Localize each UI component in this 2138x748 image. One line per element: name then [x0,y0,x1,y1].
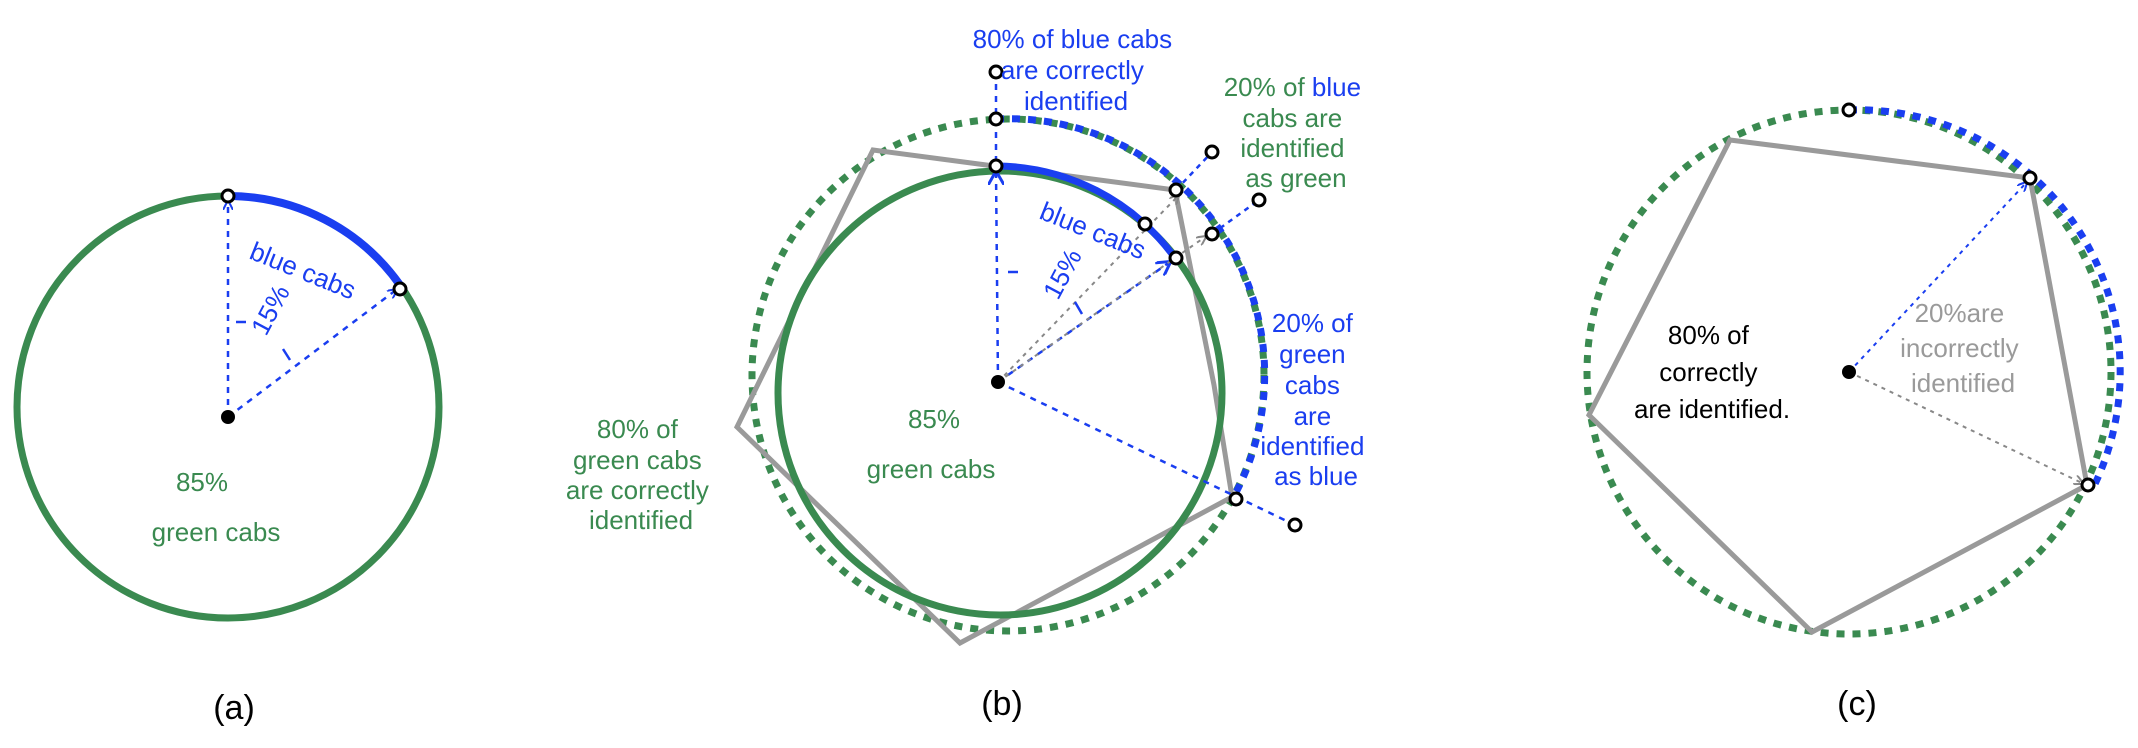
panel-c-point-upper-right [2022,170,2038,186]
panel-b-grey-polygon [733,147,1235,647]
panel-c-dotted-blue-arc [1848,106,2124,488]
panel-c-grey-arrow [1848,371,2082,483]
panel-b-point-right-outer [1251,192,1267,208]
panel-b-point-arc-mid [1137,216,1153,232]
panel-b-grey-arrow-1 [997,196,1178,383]
panel-a-center-dot [221,410,235,424]
panel-b-point-far-lower-right [1287,517,1303,533]
panel-c-blue-arrow [1848,183,2026,373]
panel-a-center-label: green cabs [152,517,281,547]
panel-b-point-arc-end [1168,250,1184,266]
panel-c-right-note: 20%are incorrectly identified [1900,298,2026,398]
panel-a-center-pct: 85% [176,467,228,497]
panel-b-point-top-circle [988,158,1004,174]
panel-b-angle-tick-2 [1073,301,1084,315]
panel-b-point-lower-right [1228,491,1244,507]
panel-b-outer-dotted-circle [748,115,1268,635]
panel-b-dotted-to-top-right [1175,151,1213,191]
panel-b-point-polygon-corner [1168,182,1184,198]
panel-a-angle-label: 15% [245,280,296,340]
panel-b-point-top-dotted [988,111,1004,127]
panel-a-angle-tick-2 [281,348,292,361]
panel-c-point-top [1841,102,1857,118]
panel-b-caption: (b) [981,685,1023,723]
panel-a: blue cabs 15% 85% green cabs (a) [13,188,443,727]
panel-b: 80% of blue cabs are correctly identifie… [566,24,1371,723]
panel-b-center-label: green cabs [867,454,996,484]
panel-c-point-lower-right [2080,477,2096,493]
panel-c: 80% of correctly are identified. 20%are … [1583,102,2124,723]
panel-b-point-top-right-outer [1204,144,1220,160]
panel-b-top-note: 80% of blue cabs are correctly identifie… [973,24,1180,116]
panel-b-right-mid-note: 20% of green cabs are identified as blue [1260,308,1371,491]
panel-c-center-dot [1842,365,1856,379]
panel-b-center-pct: 85% [908,404,960,434]
panel-a-blue-arc [227,192,404,288]
panel-c-caption: (c) [1837,685,1877,723]
panel-b-blue-arc-label: blue cabs [1036,196,1150,266]
panel-b-right-top-note: 20% of blue cabs are identified as green [1224,72,1369,193]
panel-a-point-arc-end [392,281,408,297]
panel-c-grey-polygon [1585,137,2090,636]
panel-b-radius-up [996,172,998,383]
panel-b-radius-diag [997,262,1170,384]
panel-b-center-dot [991,375,1005,389]
panel-c-left-note: 80% of correctly are identified. [1634,320,1790,424]
panel-b-outer-blue-arc [995,115,1269,500]
panel-b-blue-arc [995,162,1178,261]
panel-b-angle-label: 15% [1037,244,1088,304]
panel-b-left-note: 80% of green cabs are correctly identifi… [566,414,716,535]
panel-b-point-top-outer [988,64,1004,80]
panel-a-point-top [220,188,236,204]
panel-a-caption: (a) [213,689,255,727]
panel-b-point-right-dotted [1204,226,1220,242]
